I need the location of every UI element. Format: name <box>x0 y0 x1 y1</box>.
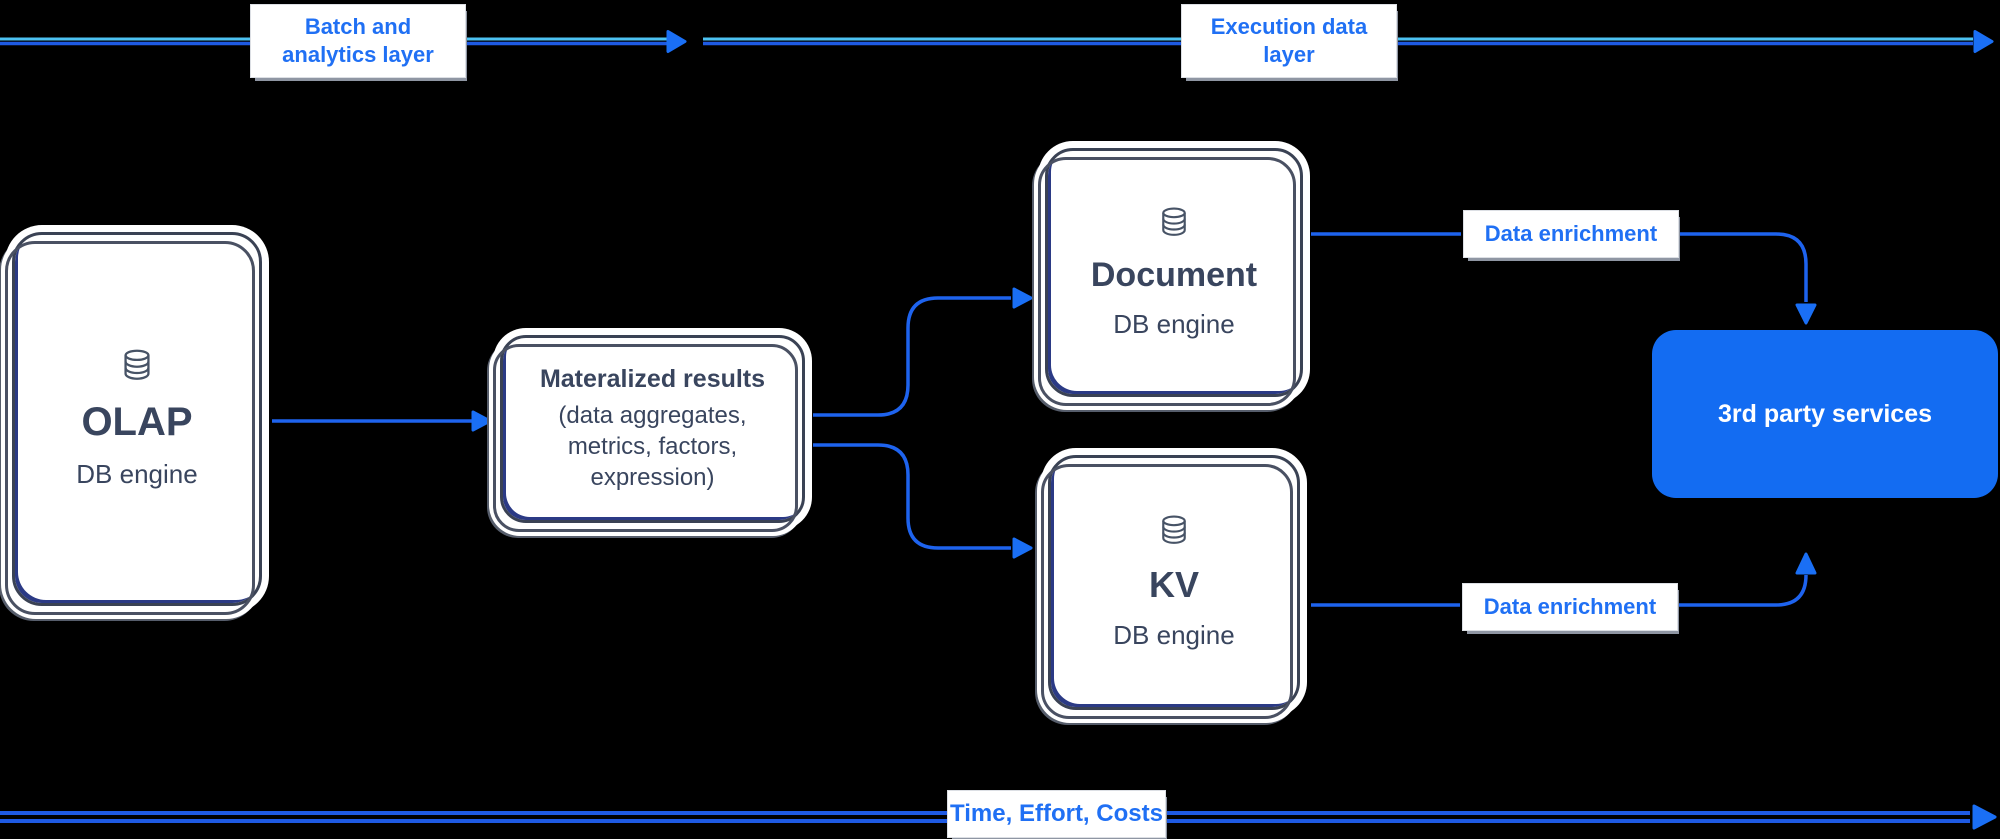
document-enrichment-connector <box>1311 232 1817 325</box>
data-enrichment-label-bottom: Data enrichment <box>1462 583 1678 631</box>
database-icon <box>1162 207 1186 236</box>
label-line: analytics layer <box>282 42 434 67</box>
materialized-to-kv-connector <box>813 443 1033 559</box>
top-flow-arrowhead-left <box>666 30 687 53</box>
kv-db-card: KV DB engine <box>1048 455 1300 710</box>
materialized-results-card: Materalized results (data aggregates, me… <box>500 335 805 523</box>
materialized-body-line: (data aggregates, <box>558 402 747 429</box>
materialized-title: Materalized results <box>539 365 766 393</box>
label-text: Data enrichment <box>1483 594 1657 619</box>
materialized-to-document-connector <box>813 287 1033 417</box>
up-arrowhead <box>1795 552 1817 575</box>
kv-subtitle: DB engine <box>1113 620 1235 650</box>
data-enrichment-label-top: Data enrichment <box>1463 210 1679 258</box>
kv-title: KV <box>1148 564 1199 605</box>
service-label: 3rd party services <box>1717 399 1933 428</box>
label-text: Time, Effort, Costs <box>950 800 1163 827</box>
down-arrowhead <box>1795 303 1817 325</box>
olap-card: OLAP DB engine <box>12 232 262 606</box>
materialized-body-line: expression) <box>590 464 715 491</box>
label-line: Execution data <box>1210 14 1368 39</box>
top-flow-arrowhead-right <box>1973 30 1994 53</box>
time-effort-costs-label: Time, Effort, Costs <box>947 790 1166 838</box>
database-icon <box>1162 515 1186 544</box>
third-party-services-box: 3rd party services <box>1652 330 1998 498</box>
batch-analytics-layer-label: Batch and analytics layer <box>250 4 466 78</box>
document-title: Document <box>1090 255 1258 294</box>
database-icon <box>124 349 150 380</box>
label-line: Batch and <box>304 14 412 39</box>
document-subtitle: DB engine <box>1113 308 1235 339</box>
olap-subtitle: DB engine <box>76 459 198 489</box>
kv-enrichment-connector <box>1311 552 1817 607</box>
olap-to-materialized-arrow <box>272 410 492 432</box>
materialized-body-line: metrics, factors, <box>567 433 738 460</box>
label-text: Data enrichment <box>1484 221 1658 246</box>
execution-data-layer-label: Execution data layer <box>1181 4 1397 78</box>
bottom-flow-arrowhead <box>1972 804 1997 830</box>
document-db-card: Document DB engine <box>1045 148 1303 397</box>
label-line: layer <box>1263 42 1315 67</box>
olap-title: OLAP <box>81 400 193 444</box>
